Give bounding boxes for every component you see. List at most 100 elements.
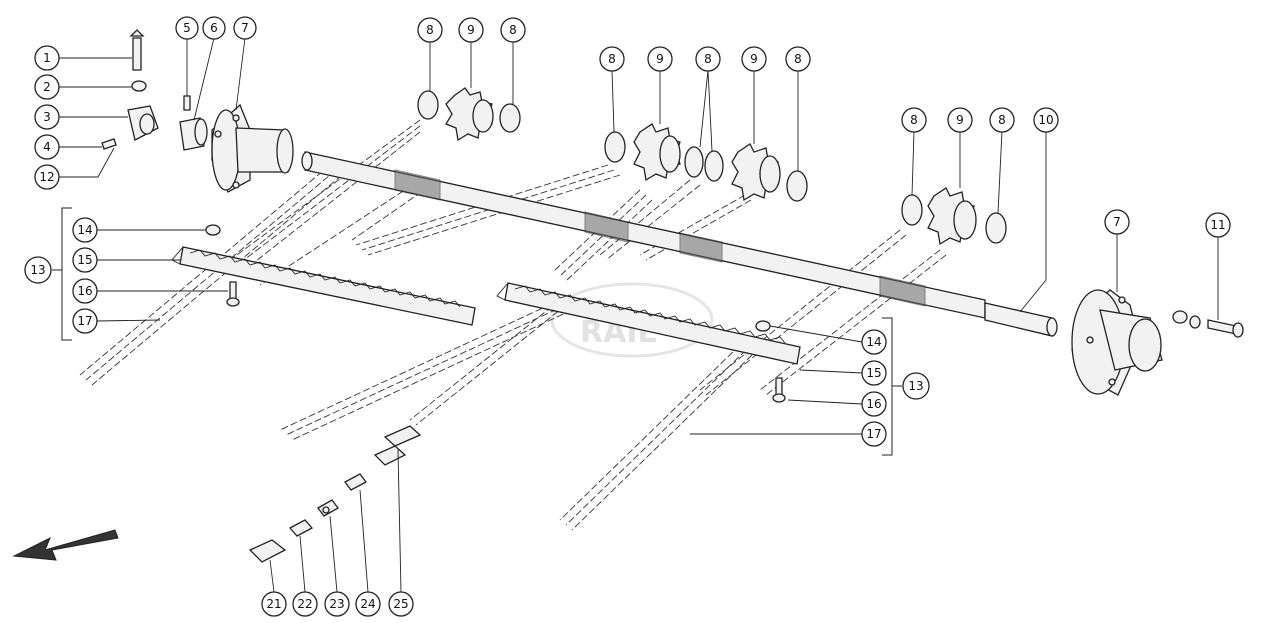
callout-15-right: 15 <box>861 360 887 386</box>
leader-lines <box>59 37 1219 593</box>
callout-7-left: 7 <box>233 16 257 40</box>
callout-8-b: 8 <box>500 17 526 43</box>
callout-14-right: 14 <box>861 329 887 355</box>
circlips <box>417 90 1007 244</box>
callout-13-left: 13 <box>24 256 52 284</box>
svg-text:25: 25 <box>393 597 408 611</box>
callout-5: 5 <box>175 16 199 40</box>
guide-rail-right <box>496 282 801 365</box>
chain-link-22 <box>288 519 314 537</box>
callout-8-a: 8 <box>417 17 443 43</box>
callout-2: 2 <box>34 74 60 100</box>
callout-16-right: 16 <box>861 391 887 417</box>
sprocket-1 <box>445 87 494 142</box>
svg-text:10: 10 <box>1038 113 1053 127</box>
callout-16-left: 16 <box>72 278 98 304</box>
guide-rail-left <box>171 246 476 326</box>
callout-14-left: 14 <box>72 217 98 243</box>
nut <box>131 80 147 92</box>
main-shaft <box>301 151 1058 337</box>
flange-hub-left <box>211 103 294 193</box>
svg-text:9: 9 <box>467 23 475 37</box>
callout-17-left: 17 <box>72 308 98 334</box>
sprocket-4 <box>927 187 977 246</box>
callout-9-a: 9 <box>458 17 484 43</box>
callout-21: 21 <box>261 591 287 617</box>
chain-roller-23 <box>317 499 339 517</box>
nut-left <box>205 224 221 236</box>
set-screw <box>101 138 117 150</box>
callout-22: 22 <box>292 591 318 617</box>
callout-13-right: 13 <box>902 372 930 400</box>
chain-pin-24 <box>344 473 367 491</box>
svg-text:3: 3 <box>43 110 51 124</box>
callout-9-d: 9 <box>947 107 973 133</box>
callout-8-g: 8 <box>989 107 1015 133</box>
svg-text:22: 22 <box>297 597 312 611</box>
svg-text:13: 13 <box>30 263 45 277</box>
chain-link-plate-21 <box>248 539 287 563</box>
sprocket-2 <box>633 123 681 182</box>
callout-24: 24 <box>355 591 381 617</box>
svg-text:15: 15 <box>866 366 881 380</box>
callout-10: 10 <box>1033 107 1059 133</box>
bolt-right <box>772 377 786 403</box>
svg-text:21: 21 <box>266 597 281 611</box>
callout-11: 11 <box>1205 212 1231 238</box>
svg-text:14: 14 <box>866 335 881 349</box>
svg-text:9: 9 <box>956 113 964 127</box>
svg-text:16: 16 <box>77 284 92 298</box>
svg-text:17: 17 <box>77 314 92 328</box>
group-brackets <box>52 207 902 456</box>
svg-text:12: 12 <box>39 170 54 184</box>
callout-1: 1 <box>34 45 60 71</box>
grub-screw <box>183 95 191 111</box>
svg-text:7: 7 <box>1113 215 1121 229</box>
svg-text:8: 8 <box>794 52 802 66</box>
svg-text:11: 11 <box>1210 218 1225 232</box>
svg-text:15: 15 <box>77 253 92 267</box>
bolt-left <box>226 281 240 307</box>
svg-text:1: 1 <box>43 51 51 65</box>
svg-text:23: 23 <box>329 597 344 611</box>
svg-text:24: 24 <box>360 597 375 611</box>
svg-text:8: 8 <box>426 23 434 37</box>
svg-text:16: 16 <box>866 397 881 411</box>
chain-parts <box>248 425 422 563</box>
spline-section <box>394 169 926 307</box>
callout-8-d: 8 <box>695 46 721 72</box>
svg-text:8: 8 <box>608 52 616 66</box>
svg-text:4: 4 <box>43 140 51 154</box>
svg-text:13: 13 <box>908 379 923 393</box>
sprocket-3 <box>731 143 781 202</box>
callout-3: 3 <box>34 104 60 130</box>
callout-8-c: 8 <box>599 46 625 72</box>
flange-hub-right <box>1071 289 1163 396</box>
direction-arrow-icon <box>12 529 119 561</box>
assembly-dash-lines <box>79 119 947 531</box>
callout-9-b: 9 <box>647 46 673 72</box>
svg-text:17: 17 <box>866 427 881 441</box>
callout-15-left: 15 <box>72 247 98 273</box>
bushing <box>179 117 208 151</box>
svg-text:5: 5 <box>183 21 191 35</box>
svg-text:9: 9 <box>656 52 664 66</box>
chain-link-plate-25 <box>373 425 422 466</box>
callout-17-right: 17 <box>861 421 887 447</box>
bearing-housing <box>127 105 159 141</box>
callout-7-right: 7 <box>1104 209 1130 235</box>
callout-4: 4 <box>34 134 60 160</box>
hex-bolt-right <box>1172 310 1244 338</box>
svg-text:8: 8 <box>998 113 1006 127</box>
callout-9-c: 9 <box>741 46 767 72</box>
svg-text:8: 8 <box>910 113 918 127</box>
stud-bolt <box>129 29 145 71</box>
nut-right <box>755 320 771 332</box>
svg-text:8: 8 <box>509 23 517 37</box>
callout-8-e: 8 <box>785 46 811 72</box>
callout-6: 6 <box>202 16 226 40</box>
callout-8-f: 8 <box>901 107 927 133</box>
svg-text:6: 6 <box>210 21 218 35</box>
callout-25: 25 <box>388 591 414 617</box>
